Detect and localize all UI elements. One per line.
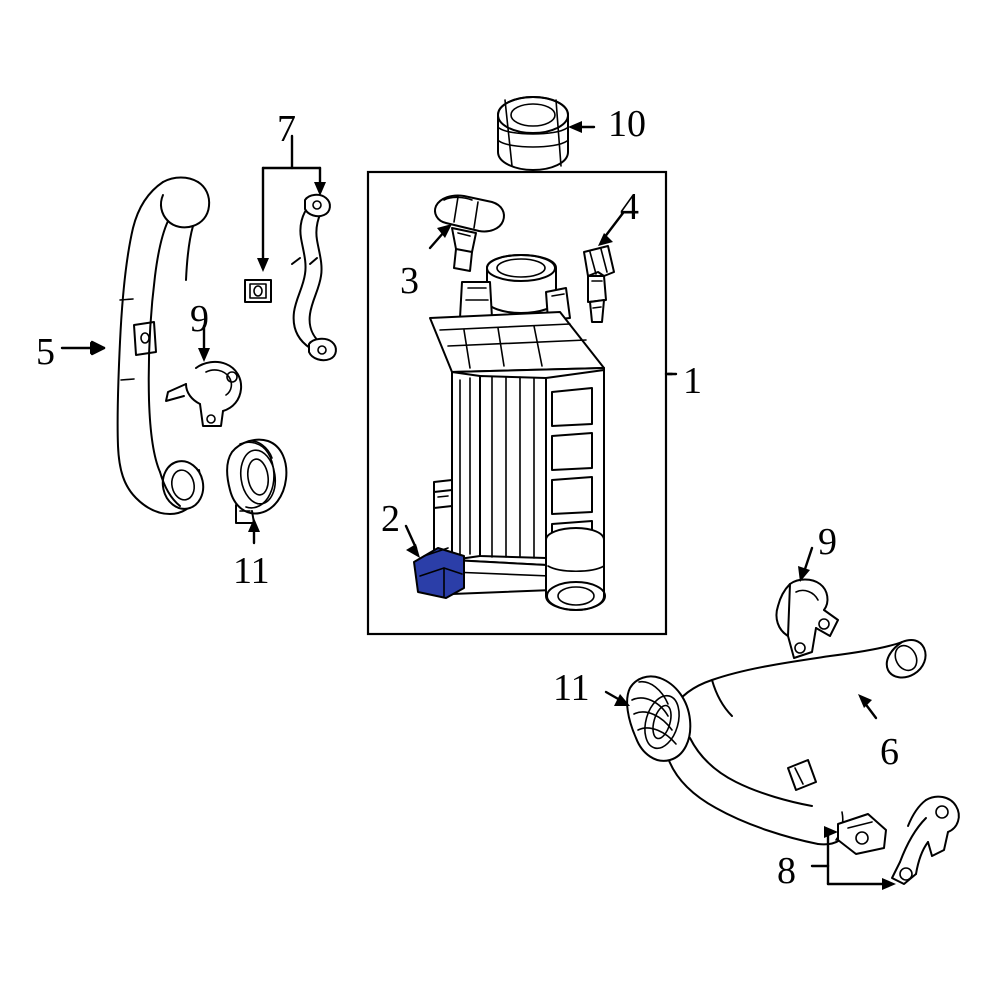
callout-5: 5 xyxy=(36,331,55,373)
callout-10: 10 xyxy=(608,103,646,145)
part-1-intercooler xyxy=(429,254,606,611)
leader-4 xyxy=(598,211,625,246)
callout-11-left: 11 xyxy=(233,550,270,592)
part-7-support-rod xyxy=(291,193,337,362)
callout-3: 3 xyxy=(400,260,419,302)
leader-2 xyxy=(404,524,420,558)
part-8-bracket-large xyxy=(891,795,960,885)
leader-10 xyxy=(568,121,596,133)
leader-7 xyxy=(257,134,326,272)
part-5-left-air-duct xyxy=(116,176,211,515)
leader-9-left xyxy=(198,324,210,362)
leader-11-right xyxy=(604,690,630,706)
part-2-highlighted-sensor xyxy=(413,547,465,599)
callout-7: 7 xyxy=(277,108,296,150)
callout-6: 6 xyxy=(880,731,899,773)
leader-8 xyxy=(810,826,896,890)
callout-2: 2 xyxy=(381,498,400,540)
part-10-coupler-top xyxy=(497,96,569,171)
callout-4: 4 xyxy=(620,186,639,228)
callout-9-right: 9 xyxy=(818,521,837,563)
leader-3 xyxy=(428,224,452,250)
main-assembly-box xyxy=(366,170,668,636)
callout-9-left: 9 xyxy=(190,298,209,340)
callout-8: 8 xyxy=(777,850,796,892)
part-9-bracket-right xyxy=(775,578,839,659)
part-9-bracket-left xyxy=(165,360,243,427)
leader-9-right xyxy=(798,546,814,582)
callout-11-right: 11 xyxy=(553,667,590,709)
part-4-sensor xyxy=(583,245,615,323)
leader-6 xyxy=(858,694,878,720)
part-7-clip xyxy=(244,279,272,303)
leader-5 xyxy=(60,340,106,356)
leader-11-left xyxy=(248,518,260,545)
part-11-coupler-right xyxy=(626,675,692,762)
callout-1: 1 xyxy=(683,360,702,402)
part-8-bracket-small xyxy=(837,813,887,855)
part-3-sensor xyxy=(434,194,505,272)
part-11-coupler-left xyxy=(226,438,288,524)
